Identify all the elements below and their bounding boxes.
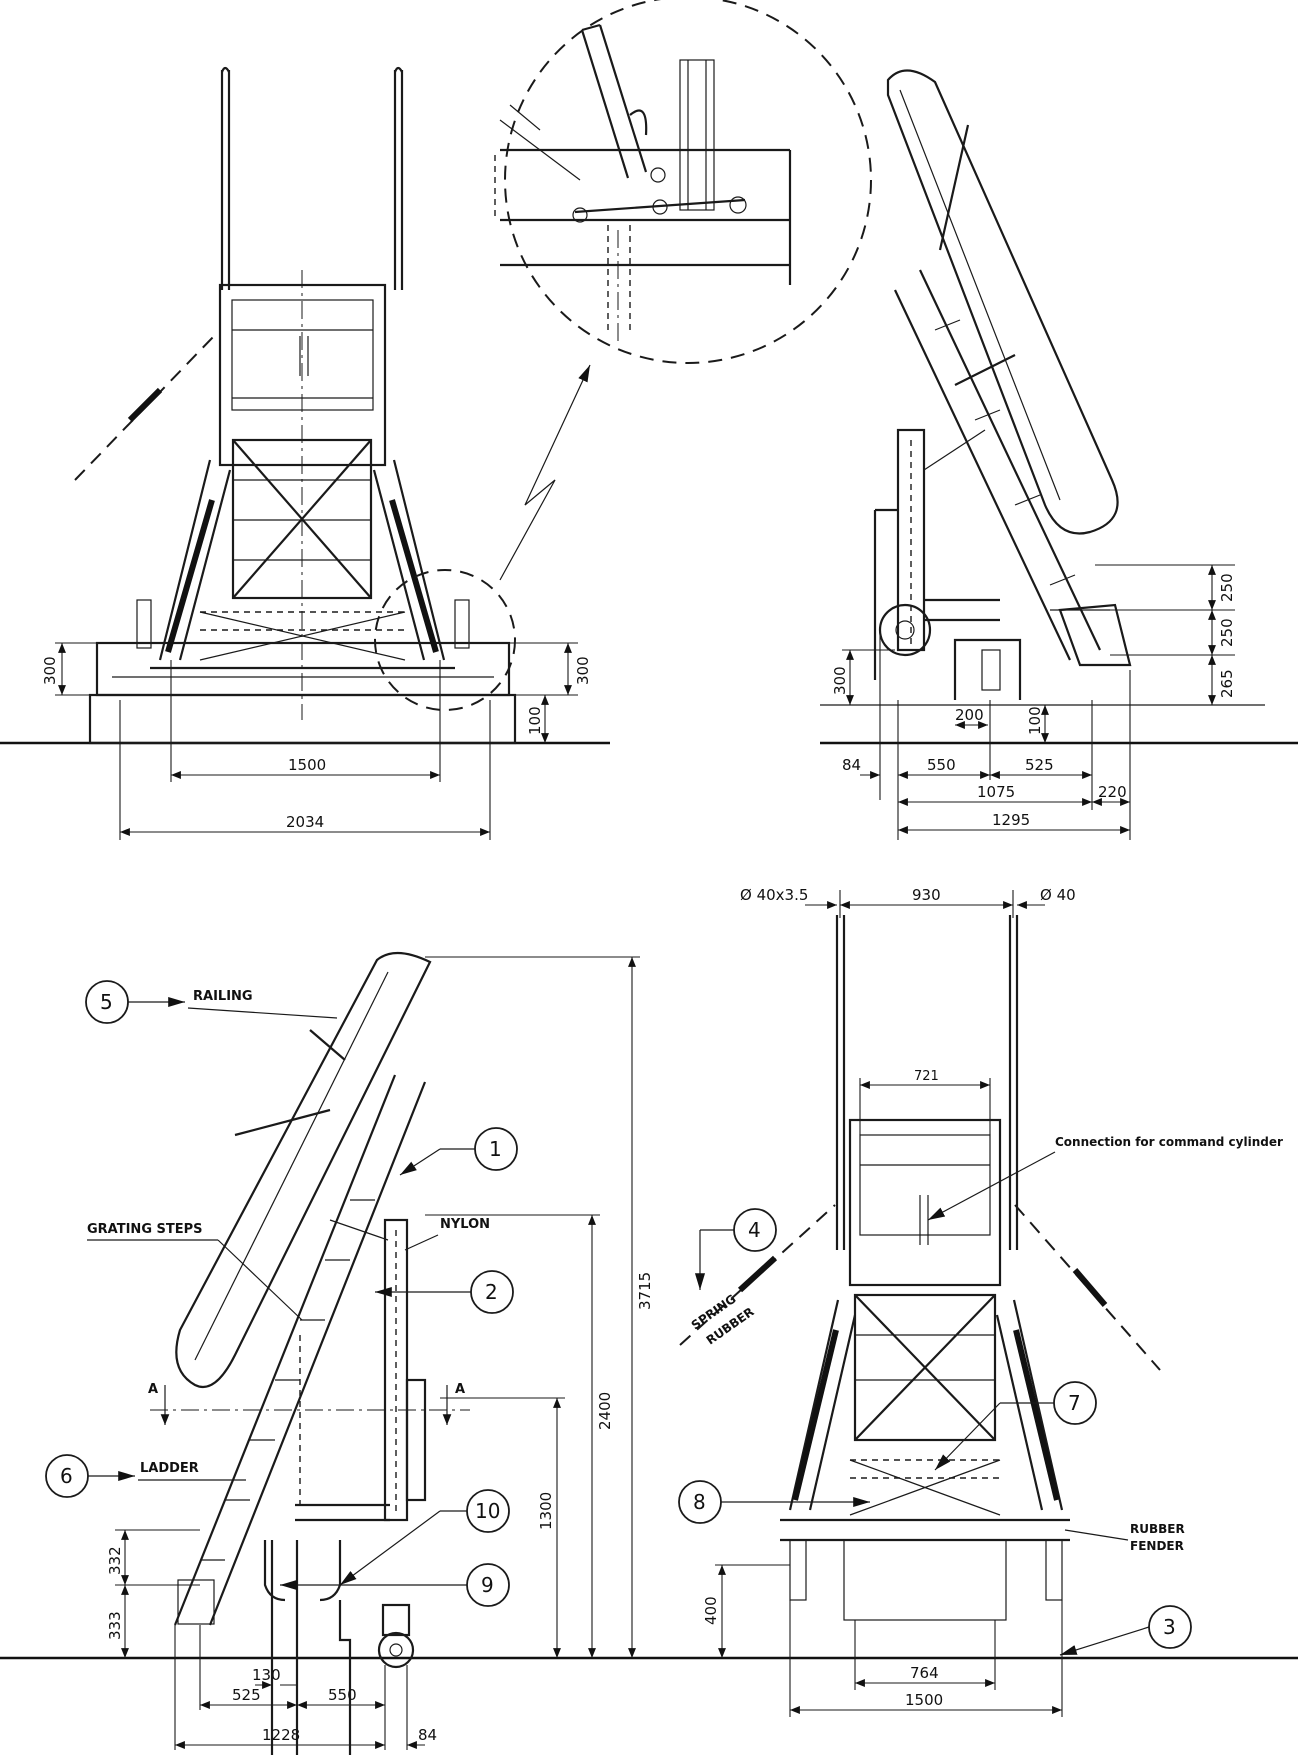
- dim-550-side: 550: [927, 756, 956, 774]
- pipe-spec-right: Ø 40: [1040, 886, 1076, 904]
- dim-525-elev: 525: [232, 1686, 261, 1704]
- dim-525-side: 525: [1025, 756, 1054, 774]
- rear-view: 930 Ø 40x3.5 Ø 40 721 Connection for com…: [678, 886, 1298, 1717]
- dim-130: 130: [252, 1666, 281, 1684]
- label-nylon: NYLON: [440, 1217, 490, 1232]
- dim-400: 400: [702, 1596, 720, 1625]
- dim-250-lower: 250: [1218, 618, 1236, 647]
- dim-764: 764: [910, 1664, 939, 1682]
- label-rubber-fender-2: FENDER: [1130, 1539, 1184, 1553]
- callout-9: 9: [481, 1573, 494, 1597]
- callout-4: 4: [748, 1218, 761, 1242]
- dim-84-side: 84: [842, 756, 861, 774]
- label-ladder: LADDER: [140, 1461, 199, 1476]
- dim-333: 333: [106, 1611, 124, 1640]
- dim-2034: 2034: [286, 813, 324, 831]
- dim-200-side: 200: [955, 706, 984, 724]
- dim-300-side: 300: [831, 666, 849, 695]
- dim-100-front: 100: [526, 706, 544, 735]
- label-grating-steps: GRATING STEPS: [87, 1222, 203, 1237]
- detail-leader: [499, 364, 591, 581]
- dim-2400: 2400: [596, 1392, 614, 1430]
- label-connection: Connection for command cylinder: [1055, 1135, 1283, 1149]
- label-rubber-fender-1: RUBBER: [1130, 1522, 1185, 1536]
- callout-7: 7: [1068, 1391, 1081, 1415]
- section-a-right: A: [455, 1382, 465, 1397]
- dim-1300: 1300: [537, 1492, 555, 1530]
- callout-1: 1: [489, 1137, 502, 1161]
- dim-3715: 3715: [636, 1272, 654, 1310]
- dim-250-upper: 250: [1218, 573, 1236, 602]
- dim-1295: 1295: [992, 811, 1030, 829]
- dim-100-side: 100: [1026, 706, 1044, 735]
- elevation-view: 5 RAILING GRATING STEPS NYLON 1 2 6 LADD…: [0, 951, 700, 1755]
- dim-1500-rear: 1500: [905, 1691, 943, 1709]
- side-view: 250 250 265 300 200 100 84 550 525 1075 …: [820, 69, 1298, 840]
- callout-2: 2: [485, 1280, 498, 1304]
- callout-10: 10: [475, 1499, 500, 1523]
- dim-220: 220: [1098, 783, 1127, 801]
- dim-332: 332: [106, 1546, 124, 1575]
- dim-300-front-right: 300: [574, 656, 592, 685]
- callout-5: 5: [100, 990, 113, 1014]
- dim-930: 930: [912, 886, 941, 904]
- dim-1500-front: 1500: [288, 756, 326, 774]
- callout-8: 8: [693, 1490, 706, 1514]
- front-view: 1500 2034 300 300 100: [0, 66, 610, 840]
- dim-1228: 1228: [262, 1726, 300, 1744]
- callout-3: 3: [1163, 1615, 1176, 1639]
- dim-300-front-left: 300: [41, 656, 59, 685]
- dim-550-elev: 550: [328, 1686, 357, 1704]
- callout-6: 6: [60, 1464, 73, 1488]
- dim-84-elev: 84: [418, 1726, 437, 1744]
- pipe-spec-left: Ø 40x3.5: [740, 886, 808, 904]
- dim-1075: 1075: [977, 783, 1015, 801]
- dim-721: 721: [914, 1069, 939, 1084]
- dim-265: 265: [1218, 669, 1236, 698]
- label-railing: RAILING: [193, 989, 253, 1004]
- detail-view: [494, 0, 872, 364]
- section-a-left: A: [148, 1382, 158, 1397]
